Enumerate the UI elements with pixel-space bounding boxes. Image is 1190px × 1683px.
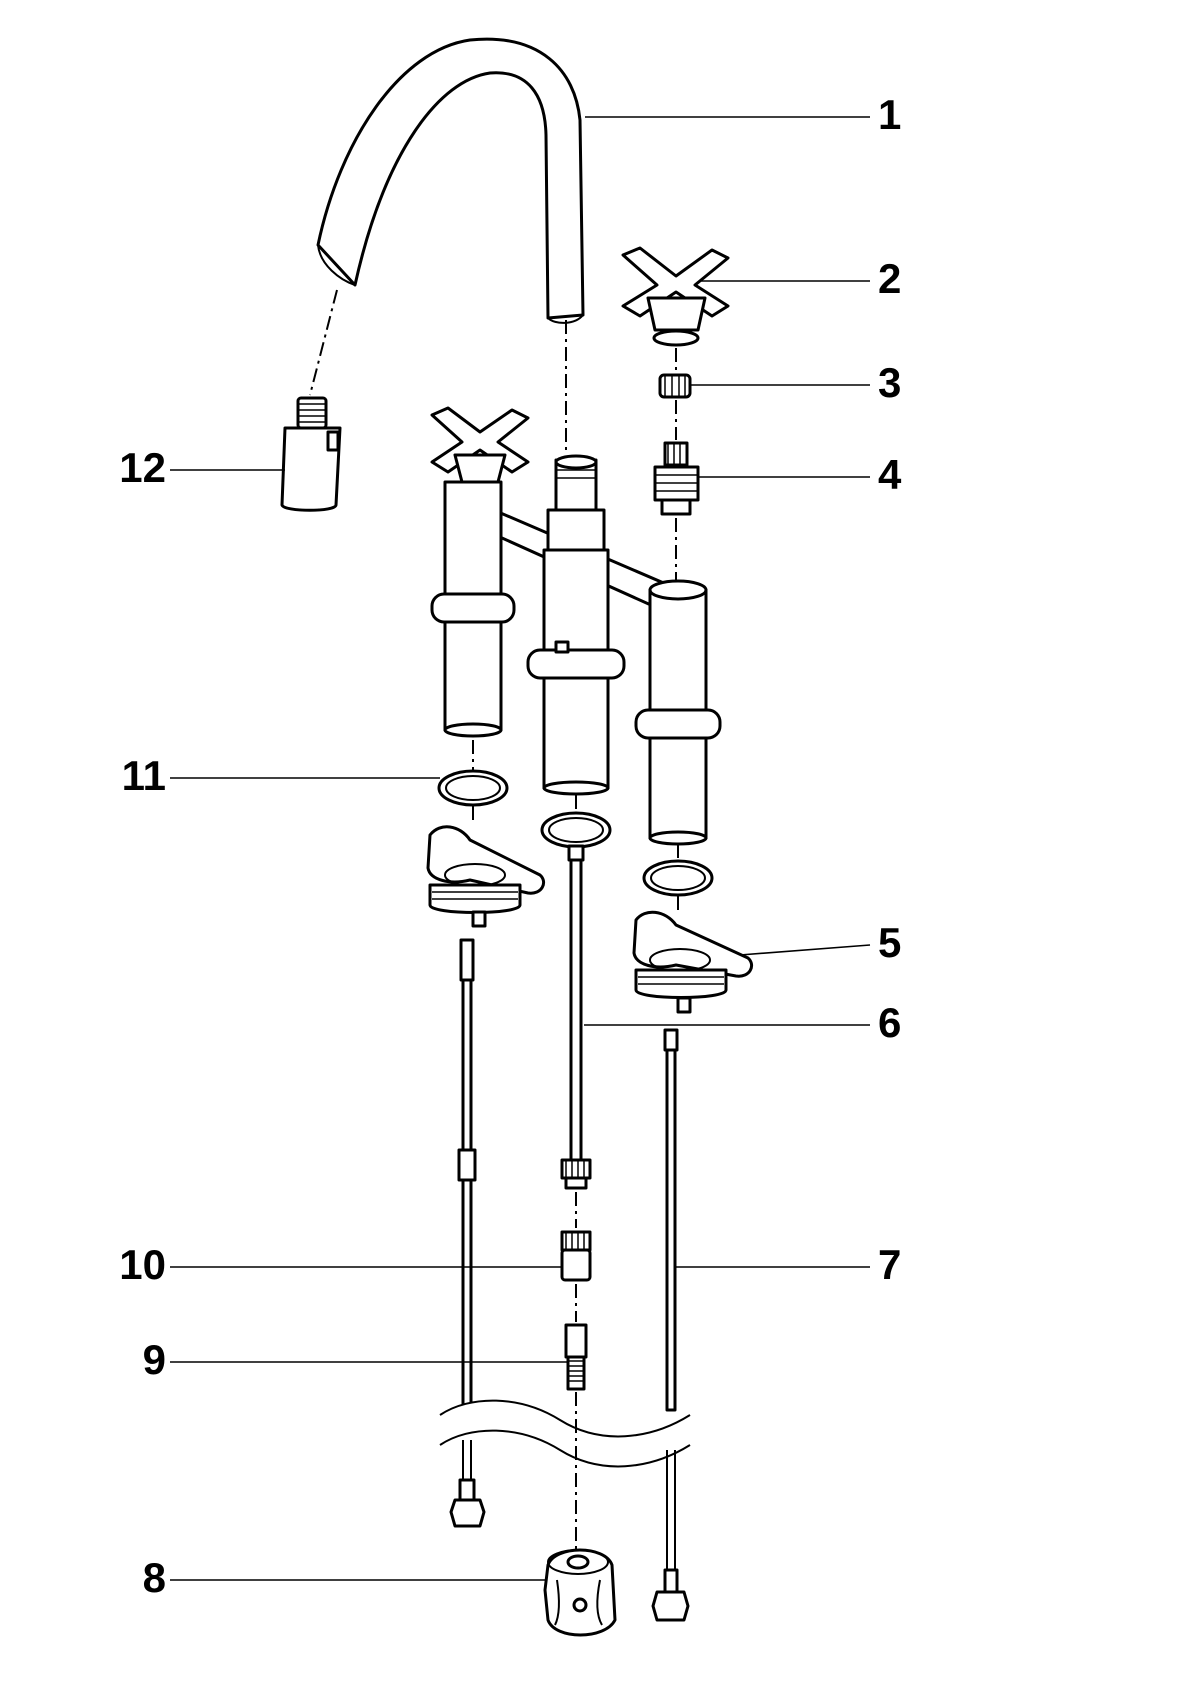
cross-handle-part-2 — [621, 246, 730, 347]
callout-12: 12 — [119, 444, 166, 491]
leader-lines — [170, 116, 871, 1581]
callout-5: 5 — [878, 919, 902, 966]
faucet-body — [430, 406, 722, 846]
threaded-rod-part-9 — [564, 1323, 588, 1391]
callout-8: 8 — [142, 1554, 166, 1601]
callout-9: 9 — [142, 1336, 166, 1383]
callout-2: 2 — [878, 255, 902, 302]
callout-6: 6 — [878, 999, 902, 1046]
callout-3: 3 — [878, 359, 902, 406]
o-ring-part-11 — [437, 769, 714, 897]
spout-part-1 — [316, 37, 585, 324]
cartridge-part-4 — [653, 441, 700, 516]
callout-11: 11 — [121, 752, 166, 799]
weight-part-8 — [543, 1548, 617, 1637]
callout-4: 4 — [878, 451, 902, 498]
callout-1: 1 — [878, 91, 902, 138]
nut-part-3 — [658, 373, 692, 399]
callout-7: 7 — [878, 1241, 902, 1288]
spout-insert-part-12 — [280, 396, 342, 512]
center-rod-part-6 — [560, 844, 592, 1190]
coupling-part-10 — [560, 1230, 592, 1282]
mounting-bracket-part-5 — [426, 825, 753, 1014]
callout-10: 10 — [119, 1241, 166, 1288]
axis-line-spout-left — [309, 289, 338, 396]
break-line — [439, 1399, 691, 1570]
